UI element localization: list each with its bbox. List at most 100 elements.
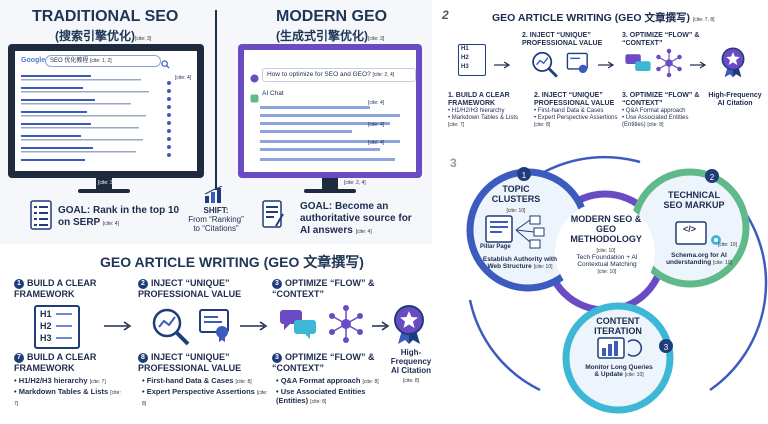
h3-tag: H3 xyxy=(40,333,52,343)
small-magnifier-icon xyxy=(530,50,560,83)
chat-question: How to optimize for SEO and GEO? [cite: … xyxy=(262,68,416,82)
small-network-icon xyxy=(654,48,684,83)
document-pen-icon xyxy=(262,200,284,235)
side-cite: [cite: 4] xyxy=(175,75,192,81)
small-heading-icon: H1 H2 H3 xyxy=(458,44,486,76)
topic-num: 1 xyxy=(521,171,527,180)
detail2-bullets: • First-hand Data & Cases [cite: 8] • Ex… xyxy=(142,376,268,407)
geo-screen-cite: [cite: 2, 4] xyxy=(344,180,366,186)
chat-bubbles-icon xyxy=(278,308,318,345)
markup-title: TECHNICAL SEO MARKUP xyxy=(663,190,725,210)
small-detail1: 1. BUILD A CLEAR FRAMEWORK • H1/H2/H3 hi… xyxy=(448,92,519,128)
small-arrow-icon xyxy=(690,56,708,74)
shift-caption: SHIFT: From “Ranking” to “Citations” xyxy=(188,206,244,233)
content-iteration-title: CONTENT ITERATION xyxy=(594,316,642,336)
content-num-badge xyxy=(659,339,673,353)
methodology-diagram xyxy=(466,155,768,414)
award-badge-icon xyxy=(392,304,426,349)
h1-tag: H1 xyxy=(40,309,52,319)
section-number-3: 3 xyxy=(450,156,457,170)
arrow-right-icon xyxy=(372,318,390,336)
markup-cite: [cite: 10] xyxy=(718,242,737,248)
ai-answer-lines xyxy=(260,106,400,161)
small-award-icon xyxy=(720,46,746,83)
screen-cite: [cite: 3] xyxy=(98,180,115,186)
small-detail2: 2. INJECT “UNIQUE” PROFESSIONAL VALUE • … xyxy=(534,92,618,128)
topic-desc: Establish Authority with Web Structure [… xyxy=(482,256,558,270)
small-certificate-icon xyxy=(566,52,590,81)
small-h2: H2 xyxy=(461,55,469,61)
answer-cite-b: [cite: 4] xyxy=(368,122,385,128)
small-h3: H3 xyxy=(461,64,469,70)
arrow-right-icon xyxy=(104,318,132,336)
topic-clusters-title: TOPIC CLUSTERS [cite: 10] xyxy=(491,184,541,214)
bar-chart-icon xyxy=(203,185,225,209)
small-step3-heading: 3. OPTIMIZE “FLOW” & “CONTEXT” xyxy=(622,32,700,47)
certificate-icon xyxy=(198,308,232,347)
markup-num-badge xyxy=(705,169,719,183)
methodology-center-title: MODERN SEO & GEO METHODOLOGY [cite: 10] xyxy=(570,214,642,254)
center-fill xyxy=(555,202,655,302)
answer-cite-a: [cite: 4] xyxy=(368,100,385,106)
small-chat-icon xyxy=(624,52,652,81)
traditional-goal: GOAL: Rank in the top 10 on SERP [cite: … xyxy=(58,205,180,228)
analytics-refresh-icon xyxy=(597,337,643,359)
geo-monitor: How to optimize for SEO and GEO? [cite: … xyxy=(238,44,422,178)
column-divider xyxy=(215,10,217,190)
section-number-2: 2 xyxy=(442,8,449,22)
h2-tag: H2 xyxy=(40,321,52,331)
monitor-base xyxy=(78,189,130,193)
geo-writing-title: GEO ARTICLE WRITING (GEO 文章撰写) xyxy=(100,254,364,270)
search-engine-logo: Google xyxy=(21,57,46,64)
cycle-arrow-left xyxy=(468,299,541,392)
pillar-page-label: Pillar Page xyxy=(480,244,511,250)
monitor-stand xyxy=(96,178,112,190)
magnifier-chart-icon xyxy=(150,306,192,351)
heading-structure-icon: H1 H2 H3 xyxy=(34,305,80,349)
detail3-bullets: • Q&A Format approach [cite: 8] • Use As… xyxy=(276,376,379,405)
small-arrow-icon xyxy=(494,56,512,74)
topic-num-badge xyxy=(517,167,531,181)
modern-geo-title: MODERN GEO xyxy=(276,8,388,25)
arrow-right-icon xyxy=(240,318,268,336)
code-icon xyxy=(675,221,707,245)
entity-network-icon xyxy=(326,304,366,349)
chat-label: AI Chat xyxy=(262,90,284,97)
search-input: SEO 优化教程 [cite: 1, 2] xyxy=(45,55,161,67)
markup-desc: Schema.org for AI understanding [cite: 1… xyxy=(666,252,732,266)
modern-goal: GOAL: Become an authoritative source for… xyxy=(300,201,412,236)
answer-cite-c: [cite: 4] xyxy=(368,140,385,146)
outcome-label: High-Frequency AI Citation [cite: 8] xyxy=(390,348,432,384)
traditional-seo-title: TRADITIONAL SEO xyxy=(32,8,179,25)
small-detail3: 3. OPTIMIZE “FLOW” & “CONTEXT” • Q&A For… xyxy=(622,92,700,128)
pillar-page-icon xyxy=(485,215,545,249)
small-outcome: High-Frequency AI Citation xyxy=(708,92,762,107)
geo-monitor-stand xyxy=(322,178,338,190)
ai-bot-icon xyxy=(250,90,259,108)
serp-screen: Google SEO 优化教程 [cite: 1, 2] [cite: 4] xyxy=(15,51,197,171)
serp-results xyxy=(21,75,171,161)
methodology-center-desc: Tech Foundation + AI Contextual Matching… xyxy=(576,254,638,275)
seo-monitor: Google SEO 优化教程 [cite: 1, 2] [cite: 4] xyxy=(8,44,204,178)
cycle-arrow-right xyxy=(709,199,768,392)
small-geo-title: GEO ARTICLE WRITING (GEO 文章撰写) [cite: 7,… xyxy=(492,12,715,24)
ai-chat-screen: How to optimize for SEO and GEO? [cite: … xyxy=(244,50,416,172)
document-list-icon xyxy=(30,200,52,235)
markup-num: 2 xyxy=(709,173,715,182)
content-desc: Monitor Long Queries & Update [cite: 10] xyxy=(585,364,653,378)
user-avatar-icon xyxy=(250,70,259,88)
search-icon xyxy=(161,56,170,74)
small-arrow-icon xyxy=(598,56,616,74)
detail1-bullets: • H1/H2/H3 hierarchy [cite: 7] • Markdow… xyxy=(14,376,121,407)
traditional-seo-subtitle: (搜索引擎优化)[cite: 3] xyxy=(55,29,152,43)
modern-geo-subtitle: (生成式引擎优化)[cite: 3] xyxy=(276,29,385,43)
content-num: 3 xyxy=(663,343,669,352)
code-glyph: </> xyxy=(683,224,697,234)
gear-icon xyxy=(711,235,721,245)
small-h1: H1 xyxy=(461,46,469,52)
